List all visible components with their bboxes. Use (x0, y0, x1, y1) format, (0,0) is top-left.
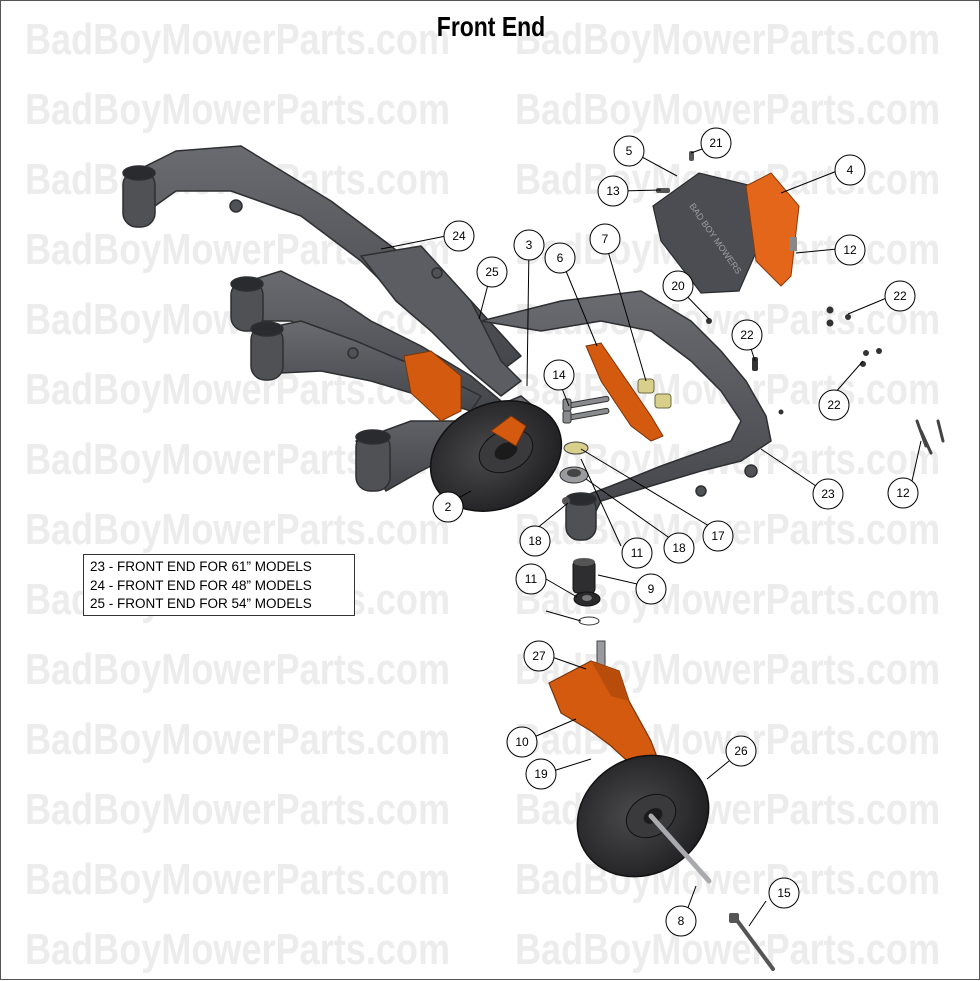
watermark-text: BadBoyMowerParts.com (25, 15, 451, 64)
callout-number-5: 5 (626, 144, 633, 158)
callout-bubble-18 (663, 532, 695, 564)
leader-lines (380, 143, 922, 927)
callout-bubble-23 (812, 478, 844, 510)
frame-main-beam (360, 245, 522, 397)
callout-bubble-18 (519, 525, 551, 557)
axle-8 (648, 813, 712, 884)
callout-bubble-12 (887, 477, 919, 509)
callout-number-22: 22 (893, 289, 907, 303)
callout-bubble-27 (523, 640, 555, 672)
callout-bubble-5 (613, 135, 645, 167)
callout-bubble-17 (702, 520, 734, 552)
watermark-text: BadBoyMowerParts.com (25, 785, 451, 834)
callout-number-15: 15 (777, 886, 791, 900)
page-title: Front End (436, 11, 546, 42)
deflector-plate-5 (652, 172, 774, 294)
watermark-text: BadBoyMowerParts.com (515, 855, 941, 904)
callout-bubble-8 (665, 905, 697, 937)
callout-bubble-24 (443, 220, 475, 252)
bushing-7b (654, 393, 672, 409)
orange-mount-bracket (403, 350, 462, 422)
callout-number-18: 18 (528, 534, 542, 548)
callout-bubble-14 (543, 359, 575, 391)
callout-number-23: 23 (821, 487, 835, 501)
callout-number-24: 24 (452, 229, 466, 243)
callout-number-8: 8 (678, 914, 685, 928)
callout-number-12: 12 (896, 486, 910, 500)
model-legend: 23 - FRONT END FOR 61” MODELS 24 - FRONT… (83, 554, 355, 616)
bolt-15 (729, 913, 775, 971)
watermark-text: BadBoyMowerParts.com (25, 505, 451, 554)
nut-20 (706, 318, 712, 324)
callout-bubble-13 (597, 175, 629, 207)
callout-bubble-26 (725, 735, 757, 767)
callout-number-12: 12 (843, 243, 857, 257)
callout-number-3: 3 (526, 238, 533, 252)
callout-bubble-6 (544, 242, 576, 274)
callout-number-7: 7 (602, 232, 609, 246)
bushing-7a (637, 378, 655, 394)
callout-number-14: 14 (552, 368, 566, 382)
bolts-14 (562, 395, 610, 424)
washer-17 (563, 441, 589, 455)
callout-number-10: 10 (515, 735, 529, 749)
callout-number-9: 9 (648, 582, 655, 596)
watermark-text: BadBoyMowerParts.com (25, 715, 451, 764)
callout-number-18: 18 (672, 541, 686, 555)
callout-bubble-22 (731, 319, 763, 351)
callout-bubble-22 (884, 280, 916, 312)
callout-bubble-4 (834, 154, 866, 186)
callout-bubble-19 (525, 758, 557, 790)
watermark-text: BadBoyMowerParts.com (25, 855, 451, 904)
watermark-text: BadBoyMowerParts.com (515, 85, 941, 134)
orange-shield-4 (745, 172, 800, 287)
callout-bubble-22 (818, 389, 850, 421)
callout-bubble-9 (635, 573, 667, 605)
callout-number-2: 2 (445, 500, 452, 514)
callout-bubble-15 (768, 877, 800, 909)
legend-line-24: 24 - FRONT END FOR 48” MODELS (90, 577, 312, 593)
orange-plate-6 (585, 342, 664, 442)
callout-number-20: 20 (671, 279, 685, 293)
callout-number-6: 6 (557, 251, 564, 265)
watermark-text: BadBoyMowerParts.com (25, 645, 451, 694)
callout-number-22: 22 (827, 398, 841, 412)
legend-line-25: 25 - FRONT END FOR 54” MODELS (90, 596, 312, 611)
callout-number-11: 11 (631, 546, 644, 560)
callout-bubble-11 (621, 537, 653, 569)
callout-number-27: 27 (532, 649, 546, 663)
screw-21 (689, 151, 694, 161)
callout-bubble-2 (432, 491, 464, 523)
callout-number-25: 25 (485, 265, 499, 279)
callout-number-11: 11 (525, 572, 538, 586)
callout-bubble-20 (662, 270, 694, 302)
callout-bubble-7 (589, 223, 621, 255)
rear-wheel-assembly (429, 400, 563, 512)
callout-number-26: 26 (734, 744, 748, 758)
watermark-text: BadBoyMowerParts.com (25, 85, 451, 134)
callout-bubble-11 (515, 563, 547, 595)
callout-bubble-3 (513, 229, 545, 261)
watermark-text: BadBoyMowerParts.com (25, 925, 451, 974)
callout-number-19: 19 (534, 767, 548, 781)
callout-number-22: 22 (740, 328, 754, 342)
screw-13 (656, 188, 670, 193)
callout-bubble-21 (700, 127, 732, 159)
callout-number-4: 4 (847, 163, 854, 177)
callout-bubble-10 (506, 726, 538, 758)
callout-bubble-12 (834, 234, 866, 266)
bolts-12-right (915, 419, 945, 455)
watermark-text: BadBoyMowerParts.com (515, 15, 941, 64)
washer-1 (578, 616, 600, 626)
callout-number-13: 13 (606, 184, 620, 198)
watermark-text: BadBoyMowerParts.com (515, 925, 941, 974)
callout-number-21: 21 (709, 136, 723, 150)
callout-number-17: 17 (711, 529, 725, 543)
callout-bubble-25 (476, 256, 508, 288)
legend-line-23: 23 - FRONT END FOR 61” MODELS (90, 559, 312, 574)
